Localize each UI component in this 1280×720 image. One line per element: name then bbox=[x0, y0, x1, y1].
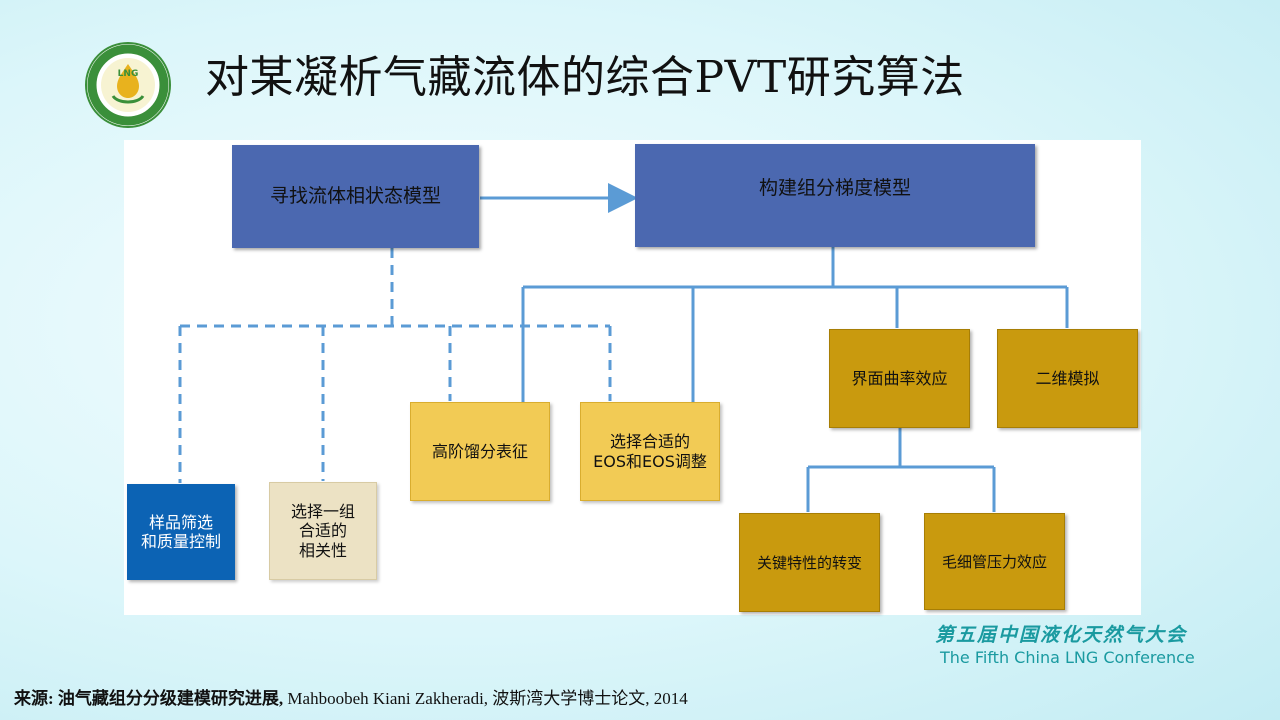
box-interface-curvature: 界面曲率效应 bbox=[829, 329, 970, 428]
citation-label: 来源: bbox=[14, 689, 58, 708]
citation-work-title: 油气藏组分分级建模研究进展, bbox=[57, 689, 284, 708]
box-key-property-change: 关键特性的转变 bbox=[739, 513, 880, 612]
box-phase-model: 寻找流体相状态模型 bbox=[232, 145, 479, 248]
citation-details: Mahboobeh Kiani Zakheradi, 波斯湾大学博士论文, 20… bbox=[283, 689, 688, 708]
source-citation: 来源: 油气藏组分分级建模研究进展, Mahboobeh Kiani Zakhe… bbox=[14, 686, 688, 712]
box-select-correlation: 选择一组 合适的 相关性 bbox=[269, 482, 377, 580]
box-two-d-simulation: 二维模拟 bbox=[997, 329, 1138, 428]
box-high-order-fraction: 高阶馏分表征 bbox=[410, 402, 550, 501]
conference-logo: LNG bbox=[85, 42, 171, 128]
logo-lng-text: LNG bbox=[118, 69, 139, 79]
box-gradient-model: 构建组分梯度模型 bbox=[635, 144, 1035, 247]
conference-name-cn: 第五届中国液化天然气大会 bbox=[935, 624, 1188, 646]
box-select-eos: 选择合适的 EOS和EOS调整 bbox=[580, 402, 720, 501]
conference-name-en: The Fifth China LNG Conference bbox=[940, 648, 1195, 667]
box-sample-screening: 样品筛选 和质量控制 bbox=[127, 484, 235, 580]
box-capillary-pressure: 毛细管压力效应 bbox=[924, 513, 1065, 610]
page-title: 对某凝析气藏流体的综合PVT研究算法 bbox=[205, 52, 965, 103]
